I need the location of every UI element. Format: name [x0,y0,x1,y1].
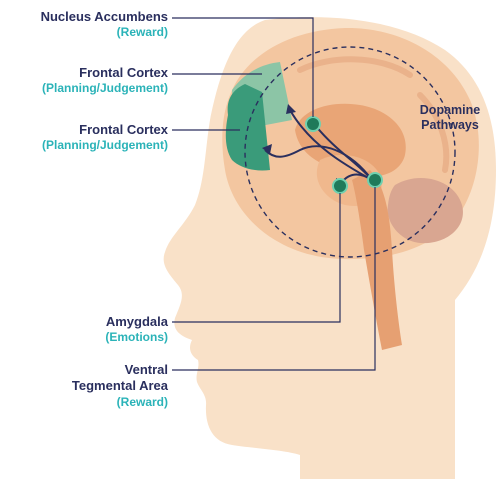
vta-function: (Reward) [0,395,168,410]
label-nucleus-accumbens: Nucleus Accumbens (Reward) [0,9,168,40]
frontal-cortex-2-function: (Planning/Judgement) [0,138,168,153]
frontal-cortex-2-name: Frontal Cortex [0,122,168,138]
amygdala-function: (Emotions) [0,330,168,345]
label-amygdala: Amygdala (Emotions) [0,314,168,345]
frontal-cortex-1-name: Frontal Cortex [0,65,168,81]
label-vta: Ventral Tegmental Area (Reward) [0,362,168,410]
nucleus-accumbens-function: (Reward) [0,25,168,40]
vta-name-line1: Ventral [0,362,168,378]
vta-name-line2: Tegmental Area [0,378,168,394]
label-frontal-cortex-1: Frontal Cortex (Planning/Judgement) [0,65,168,96]
nucleus-accumbens-name: Nucleus Accumbens [0,9,168,25]
dopamine-line2: Pathways [410,118,490,133]
dopamine-pathways-label: Dopamine Pathways [410,103,490,133]
dopamine-line1: Dopamine [410,103,490,118]
nucleus-accumbens-node [306,117,320,131]
amygdala-node [333,179,347,193]
vta-node [368,173,382,187]
label-frontal-cortex-2: Frontal Cortex (Planning/Judgement) [0,122,168,153]
frontal-cortex-1-function: (Planning/Judgement) [0,81,168,96]
amygdala-name: Amygdala [0,314,168,330]
